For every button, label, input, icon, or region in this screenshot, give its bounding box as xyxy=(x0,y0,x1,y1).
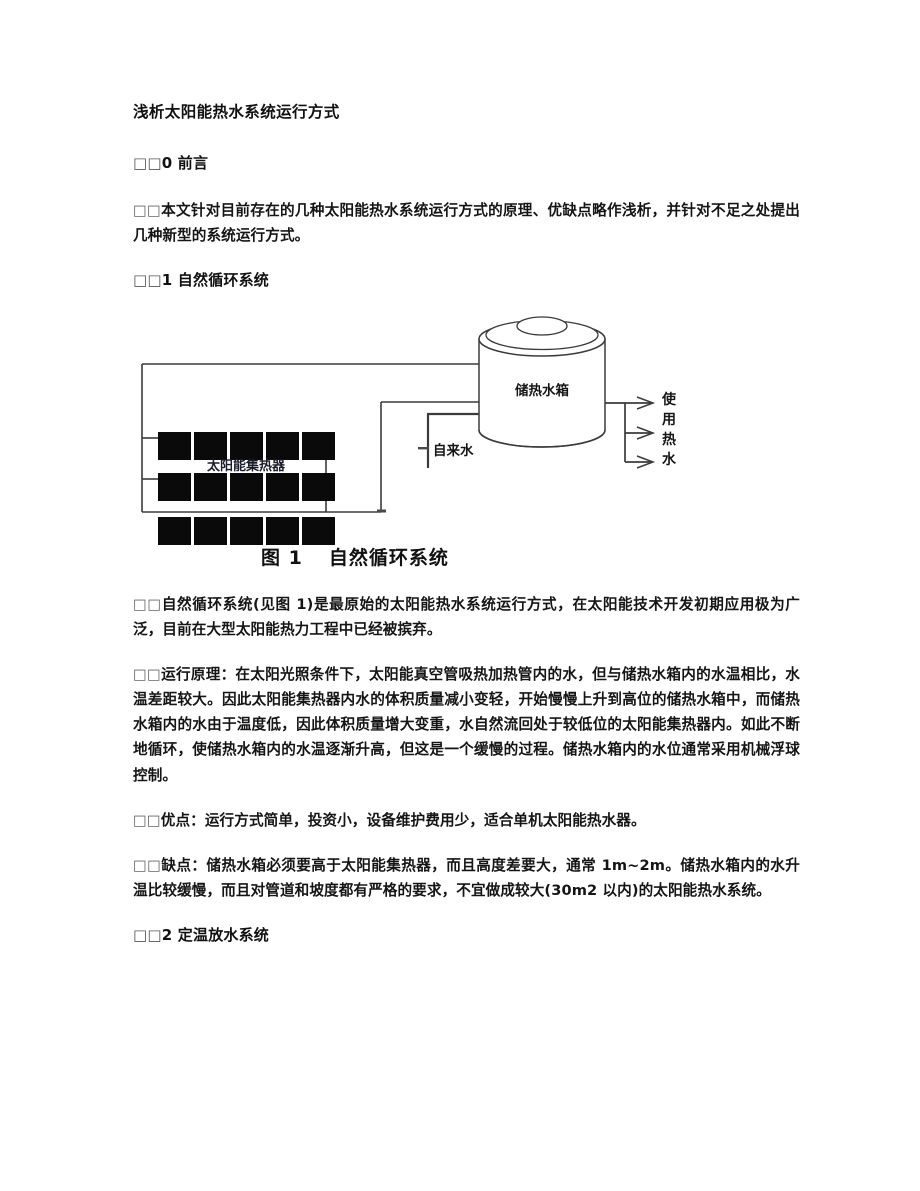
section-heading-2: □□2 定温放水系统 xyxy=(133,923,800,949)
hot-water-use-char-0: 使 xyxy=(661,391,677,408)
pipe-cold-water xyxy=(426,412,483,468)
figure-natural-circulation-system: 自来水 储热水箱 xyxy=(128,316,788,571)
collector-row-2 xyxy=(158,472,335,501)
cold-water-feed-pipe xyxy=(426,412,483,468)
pipe-fitting-marker xyxy=(377,509,386,513)
paragraph-advantages-mark: □□ xyxy=(133,811,161,829)
cold-water-label: 自来水 xyxy=(433,442,474,459)
paragraph-disadvantages: □□缺点：储热水箱必须要高于太阳能集热器，而且高度差要大，通常 1m~2m。储热… xyxy=(133,853,800,903)
paragraph-principle-text: 运行原理：在太阳光照条件下，太阳能真空管吸热加热管内的水，但与储热水箱内的水温相… xyxy=(133,666,800,784)
collector-panel xyxy=(230,516,263,545)
collector-panel xyxy=(266,431,299,460)
hot-water-arrowheads xyxy=(636,396,656,469)
figure-caption: 图 1 自然循环系统 xyxy=(133,543,800,570)
collector-panel xyxy=(302,431,335,460)
collector-panel xyxy=(194,472,227,501)
hot-water-use-char-3: 水 xyxy=(662,451,677,468)
arrow-head-2-icon xyxy=(636,426,656,440)
section-1-label: 1 自然循环系统 xyxy=(161,271,270,290)
paragraph-intro-natural-text: 自然循环系统(见图 1)是最原始的太阳能热水系统运行方式，在太阳能技术开发初期应… xyxy=(133,595,801,639)
tank-label: 储热水箱 xyxy=(514,382,569,399)
hot-water-outlet-manifold xyxy=(605,402,651,463)
paragraph-preface: □□本文针对目前存在的几种太阳能热水系统运行方式的原理、优缺点略作浅析，并针对不… xyxy=(133,198,800,248)
collector-panel xyxy=(230,472,263,501)
collector-panel xyxy=(266,472,299,501)
paragraph-disadvantages-text: 缺点：储热水箱必须要高于太阳能集热器，而且高度差要大，通常 1m~2m。储热水箱… xyxy=(133,856,800,899)
collector-panel xyxy=(194,516,227,545)
section-0-mark: □□ xyxy=(133,153,162,172)
section-2-label: 2 定温放水系统 xyxy=(161,925,270,944)
paragraph-principle-mark: □□ xyxy=(133,666,162,684)
hot-water-use-label: 使 用 热 水 xyxy=(661,391,677,468)
arrow-head-1-icon xyxy=(636,396,656,410)
paragraph-intro-natural: □□自然循环系统(见图 1)是最原始的太阳能热水系统运行方式，在太阳能技术开发初… xyxy=(133,592,800,642)
collector-row-1 xyxy=(158,431,335,460)
page-title: 浅析太阳能热水系统运行方式 xyxy=(133,103,340,121)
paragraph-advantages-text: 优点：运行方式简单，投资小，设备维护费用少，适合单机太阳能热水器。 xyxy=(160,811,646,829)
section-0-label: 0 前言 xyxy=(161,153,209,172)
section-1-mark: □□ xyxy=(133,271,162,290)
collector-label: 太阳能集热器 xyxy=(206,458,286,474)
collector-panel xyxy=(158,472,191,501)
collector-panel xyxy=(158,431,191,460)
collector-row-3 xyxy=(158,516,335,545)
paragraph-intro-natural-mark: □□ xyxy=(133,595,162,613)
figure-caption-title: 自然循环系统 xyxy=(328,546,449,569)
collector-panel xyxy=(194,431,227,460)
figure-svg: 自来水 储热水箱 xyxy=(141,316,677,545)
tank-bottom-arc xyxy=(478,429,606,448)
section-2-mark: □□ xyxy=(133,925,162,944)
figure-caption-number: 图 1 xyxy=(261,546,303,569)
paragraph-preface-text: 本文针对目前存在的几种太阳能热水系统运行方式的原理、优缺点略作浅析，并针对不足之… xyxy=(133,202,800,245)
hot-water-use-char-2: 热 xyxy=(662,431,676,448)
paragraph-advantages: □□优点：运行方式简单，投资小，设备维护费用少，适合单机太阳能热水器。 xyxy=(133,808,800,833)
paragraph-principle: □□运行原理：在太阳光照条件下，太阳能真空管吸热加热管内的水，但与储热水箱内的水… xyxy=(133,662,800,787)
solar-collector-array: 太阳能集热器 xyxy=(158,431,335,545)
hot-water-use-char-1: 用 xyxy=(662,412,676,428)
collector-panel xyxy=(302,516,335,545)
cold-water-tick-marker xyxy=(418,446,429,450)
collector-panel xyxy=(158,516,191,545)
collector-panel xyxy=(302,472,335,501)
section-heading-1: □□1 自然循环系统 xyxy=(133,268,800,294)
section-heading-0: □□0 前言 xyxy=(133,151,800,177)
collector-panel xyxy=(266,516,299,545)
paragraph-preface-mark: □□ xyxy=(133,202,162,220)
paragraph-disadvantages-mark: □□ xyxy=(133,856,162,874)
collector-panel xyxy=(230,431,263,460)
storage-tank: 储热水箱 xyxy=(478,316,606,448)
tank-manhole xyxy=(516,316,568,336)
arrow-head-3-icon xyxy=(636,455,656,469)
